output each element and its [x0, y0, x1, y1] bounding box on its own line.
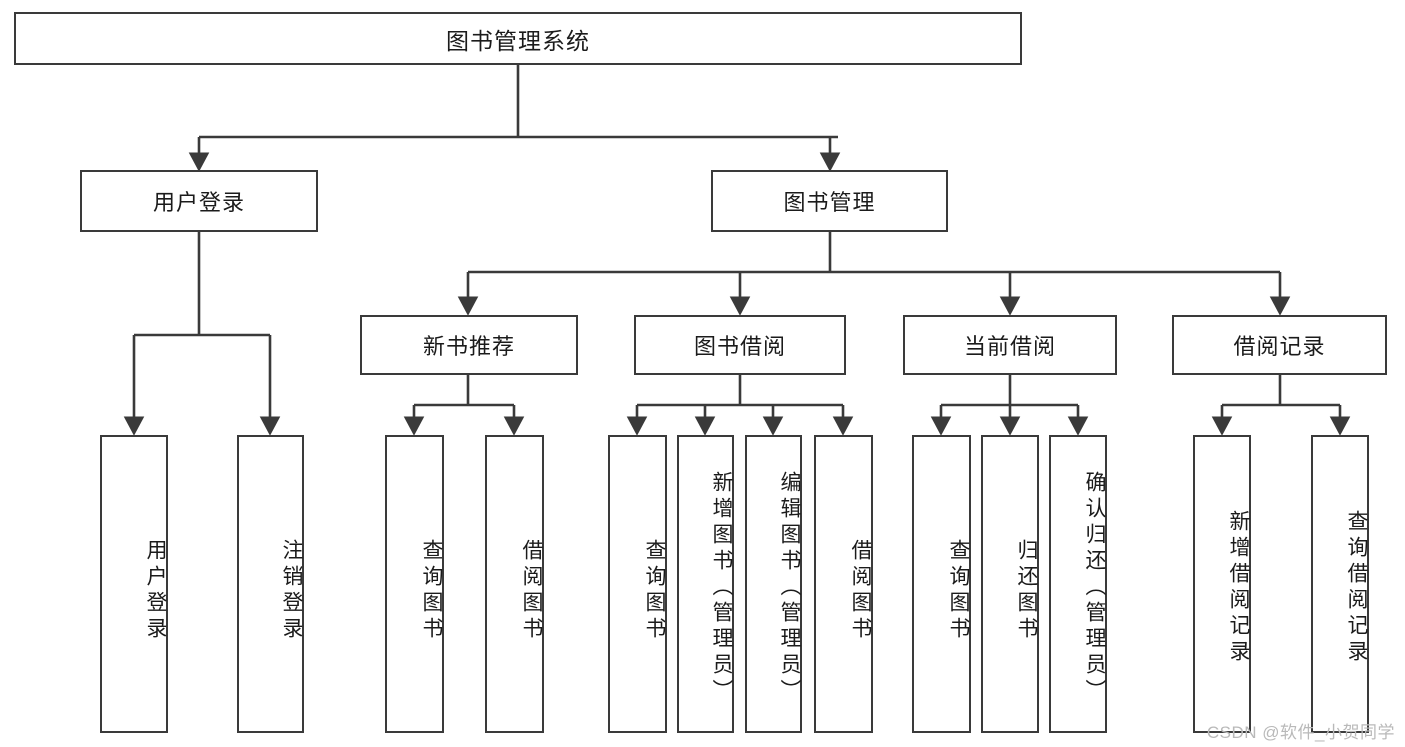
node-root-system[interactable]: 图书管理系统: [14, 12, 1022, 65]
leaf-borrow-book[interactable]: 借阅图书: [814, 435, 873, 733]
leaf-query-book-borrow[interactable]: 查询图书: [608, 435, 667, 733]
leaf-user-login[interactable]: 用户登录: [100, 435, 168, 733]
leaf-add-book-admin[interactable]: 新增图书（管理员）: [677, 435, 734, 733]
leaf-logout[interactable]: 注销登录: [237, 435, 304, 733]
node-book-borrow[interactable]: 图书借阅: [634, 315, 846, 375]
leaf-edit-book-admin[interactable]: 编辑图书（管理员）: [745, 435, 802, 733]
leaf-query-borrow-record[interactable]: 查询借阅记录: [1311, 435, 1369, 733]
leaf-add-borrow-record[interactable]: 新增借阅记录: [1193, 435, 1251, 733]
node-current-borrow[interactable]: 当前借阅: [903, 315, 1117, 375]
node-new-book-recommend[interactable]: 新书推荐: [360, 315, 578, 375]
node-user-login[interactable]: 用户登录: [80, 170, 318, 232]
leaf-confirm-return-admin[interactable]: 确认归还（管理员）: [1049, 435, 1107, 733]
node-borrow-records[interactable]: 借阅记录: [1172, 315, 1387, 375]
leaf-query-book-current[interactable]: 查询图书: [912, 435, 971, 733]
watermark: CSDN @软件_小贺同学: [1206, 723, 1395, 742]
leaf-borrow-book-recommend[interactable]: 借阅图书: [485, 435, 544, 733]
node-book-management[interactable]: 图书管理: [711, 170, 948, 232]
leaf-query-book-recommend[interactable]: 查询图书: [385, 435, 444, 733]
leaf-return-book[interactable]: 归还图书: [981, 435, 1039, 733]
